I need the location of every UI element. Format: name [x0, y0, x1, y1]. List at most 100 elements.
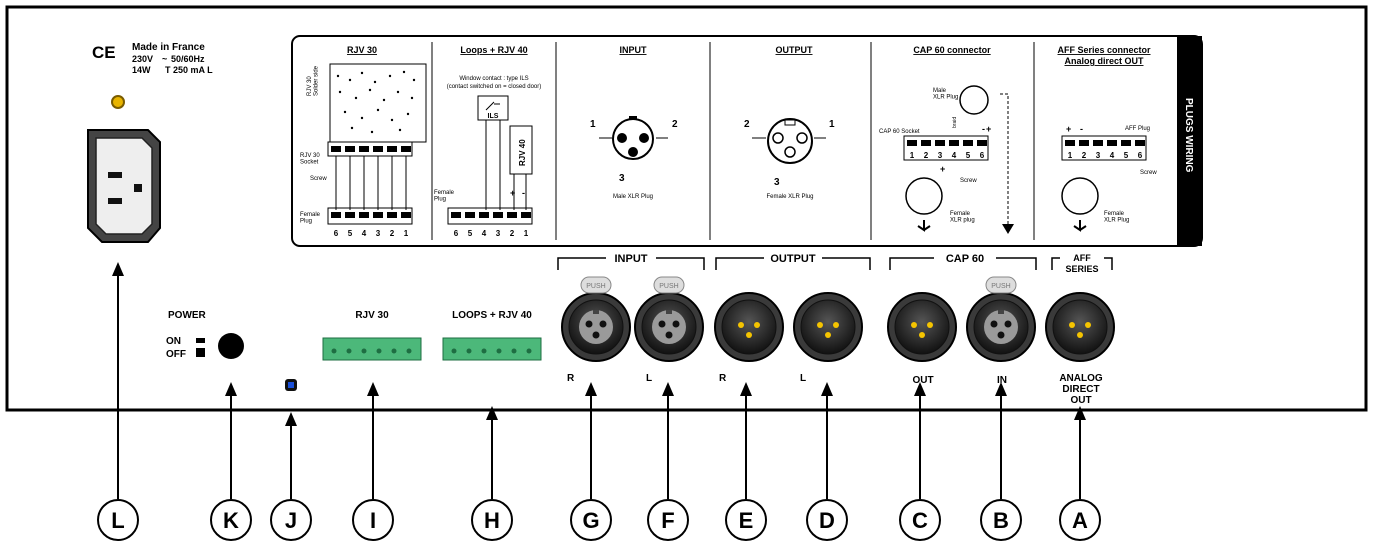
blue-led-icon	[288, 382, 294, 388]
power-label: 14W	[132, 65, 151, 75]
input-l-xlr[interactable]: PUSH	[634, 276, 704, 362]
loops-terminal	[479, 212, 489, 218]
rjv40-box	[509, 125, 533, 175]
terminal-screw-icon	[391, 348, 397, 354]
terminal-screw-icon	[496, 348, 502, 354]
loops-pin-number: 5	[468, 229, 473, 238]
aff-plug-label: AFF Plug	[1125, 126, 1150, 132]
voltage-label: 230V	[132, 54, 153, 64]
output-title: OUTPUT	[776, 45, 814, 55]
rjv30-pin-number: 2	[390, 229, 395, 238]
rjv30-solder-side: RJV 30Solder side	[307, 65, 320, 96]
callout-letter: L	[111, 508, 124, 533]
output-caption: Female XLR Plug	[766, 194, 813, 200]
output-pin-2: 2	[744, 119, 750, 130]
rating-plate: CE Made in France 230V ~ 50/60Hz 14W T 2…	[92, 42, 213, 109]
connector-labels: R L R L OUT IN ANALOG DIRECT OUT	[567, 373, 1103, 406]
callout-j: J	[270, 412, 312, 541]
terminal-screw-icon	[481, 348, 487, 354]
rjv30-pin-number: 6	[334, 229, 339, 238]
output-group-label: OUTPUT	[770, 253, 816, 265]
input-caption: Male XLR Plug	[613, 194, 653, 200]
cap60-terminal	[963, 140, 973, 146]
rjv30-terminal-block[interactable]	[322, 337, 422, 361]
rjv30-terminal	[401, 212, 411, 218]
made-in-label: Made in France	[132, 42, 205, 53]
loops-front-label: LOOPS + RJV 40	[452, 310, 532, 321]
aff-terminal	[1093, 140, 1103, 146]
rjv30-pin-number: 1	[404, 229, 409, 238]
loops-minus: -	[522, 188, 525, 198]
callout-c: C	[899, 382, 941, 541]
loops-terminal-area: LOOPS + RJV 40	[442, 310, 542, 361]
analog-direct-out-xlr[interactable]	[1045, 292, 1115, 362]
power-switch-button[interactable]	[218, 333, 244, 359]
rjv30-pin-number: 4	[362, 229, 367, 238]
callout-letter: C	[912, 508, 928, 533]
push-latch[interactable]	[985, 276, 1017, 294]
aff-female-xlr-icon	[1061, 177, 1099, 215]
output-pin-3: 3	[774, 177, 780, 188]
callout-e: E	[725, 382, 767, 541]
aff-terminal	[1121, 140, 1131, 146]
cap60-in-xlr[interactable]: PUSH	[966, 276, 1036, 362]
ils-switch-box	[477, 95, 509, 121]
loops-pin-number: 4	[482, 229, 487, 238]
callout-i: I	[352, 382, 394, 541]
cap-out-label: OUT	[912, 375, 933, 386]
aff-plus: +	[1066, 124, 1071, 134]
input-group-label: INPUT	[615, 253, 648, 265]
rjv30-title: RJV 30	[347, 45, 377, 55]
cap60-terminal	[935, 140, 945, 146]
cap60-pin-number: 3	[938, 151, 943, 160]
window-contact-label: Window contact : type ILS	[459, 76, 528, 82]
terminal-screw-icon	[451, 348, 457, 354]
rjv30-socket-terminal	[345, 146, 355, 152]
window-contact-note: (contact switched on = closed door)	[447, 84, 542, 90]
callout-letter: B	[993, 508, 1009, 533]
push-latch[interactable]	[580, 276, 612, 294]
cap60-braid-label: braid	[952, 117, 958, 128]
loops-terminal-holes	[451, 348, 532, 354]
loops-pin-number: 1	[524, 229, 529, 238]
cap60-out-xlr[interactable]	[887, 292, 957, 362]
loops-terminal-block[interactable]	[442, 337, 542, 361]
rjv30-terminal	[373, 212, 383, 218]
output-female-xlr-icon	[767, 118, 813, 164]
callout-b: B	[980, 382, 1022, 541]
loops-pin-number: 3	[496, 229, 501, 238]
terminal-screw-icon	[331, 348, 337, 354]
output-l-xlr[interactable]	[793, 292, 863, 362]
output-r-xlr[interactable]	[714, 292, 784, 362]
rjv30-terminal	[345, 212, 355, 218]
cap60-male-xlr-icon	[959, 85, 989, 115]
cap60-terminal	[921, 140, 931, 146]
aff-group-label-2: SERIES	[1065, 264, 1098, 274]
output-r-label: R	[719, 373, 727, 384]
off-symbol-icon	[196, 348, 205, 357]
analog-label-3: OUT	[1070, 395, 1091, 406]
callout-d: D	[806, 382, 848, 541]
callout-letter: D	[819, 508, 835, 533]
cap60-pin-number: 1	[910, 151, 915, 160]
push-latch[interactable]	[653, 276, 685, 294]
callout-h: H	[471, 406, 513, 541]
input-r-xlr[interactable]: PUSH	[561, 276, 631, 362]
rjv30-terminal-holes	[331, 348, 412, 354]
loops-title: Loops + RJV 40	[460, 45, 527, 55]
iec-power-socket[interactable]	[87, 129, 161, 243]
aff-subtitle: Analog direct OUT	[1064, 56, 1144, 66]
cap60-socket-label: CAP 60 Socket	[879, 129, 920, 135]
callout-letter: K	[223, 508, 239, 533]
aff-wiring: AFF Series connector Analog direct OUT +…	[1057, 45, 1157, 232]
loops-plus: +	[510, 188, 515, 198]
aff-terminal	[1135, 140, 1145, 146]
